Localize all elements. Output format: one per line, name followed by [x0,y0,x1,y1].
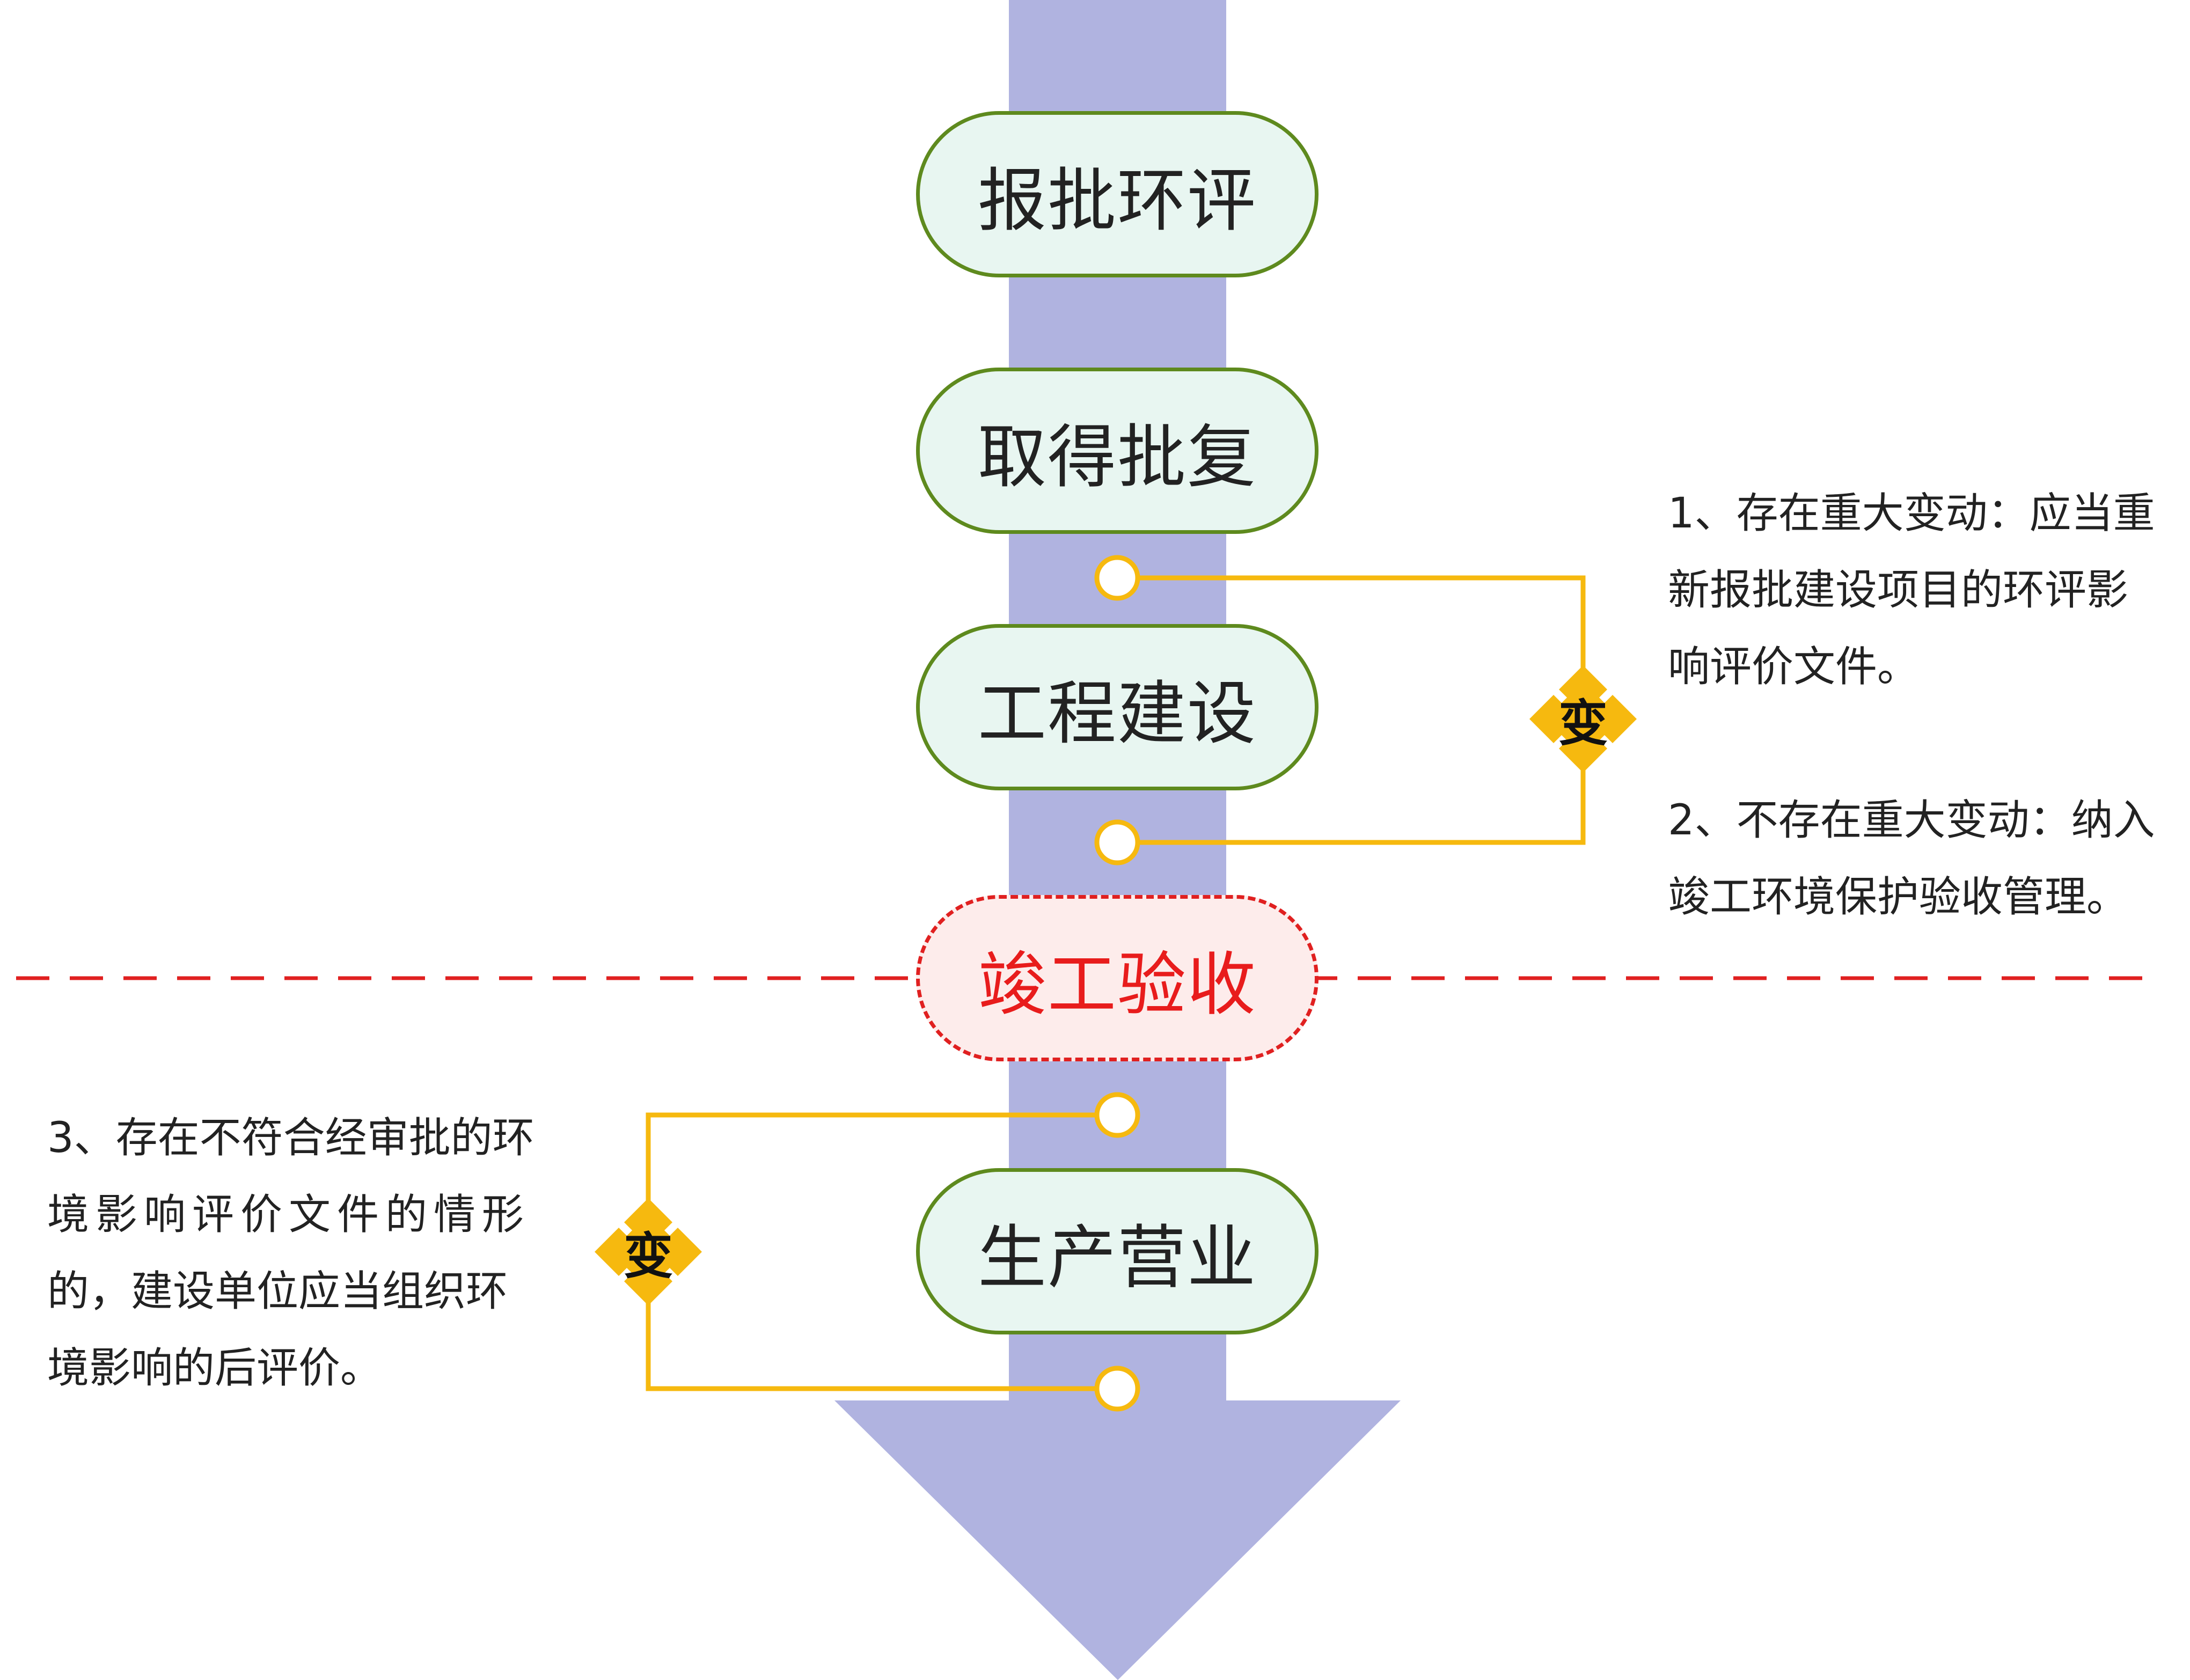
note-no-major-change: 2、不存在重大变动：纳入 竣工环境保护验收管理。 [1668,782,2155,936]
note-line: 的，建设单位应当组织环 [47,1267,508,1316]
change-badge-right-label: 变 [1558,694,1608,752]
note-line: 2、不存在重大变动：纳入 [1668,796,2155,845]
stage-label: 取得批复 [977,417,1257,497]
stage-completion-acceptance: 竣工验收 [916,895,1319,1061]
note-line: 响评价文件。 [1668,643,1920,691]
change-badge-left-diamond [595,1198,702,1305]
note-line: 境影响评价文件的情形 [47,1191,531,1239]
change-badge-right-diamond [1529,665,1637,773]
stage-obtain-approval: 取得批复 [916,368,1319,534]
stage-label: 工程建设 [977,673,1257,754]
connector-node-circle [1094,555,1140,601]
note-line: 1、存在重大变动：应当重 [1668,489,2155,538]
stage-label: 生产营业 [977,1217,1257,1298]
stage-label: 报批环评 [977,160,1257,241]
note-major-change: 1、存在重大变动：应当重 新报批建设项目的环评影 响评价文件。 [1668,475,2155,706]
connector-node-circle [1094,1092,1140,1138]
note-post-evaluation: 3、存在不符合经审批的环 境影响评价文件的情形 的，建设单位应当组织环 境影响的… [47,1100,534,1407]
note-line: 新报批建设项目的环评影 [1668,566,2129,614]
note-line: 竣工环境保护验收管理。 [1668,873,2129,921]
connector-node-circle [1094,819,1140,865]
stage-construction: 工程建设 [916,624,1319,790]
stage-production-operation: 生产营业 [916,1168,1319,1334]
connector-node-circle [1094,1366,1140,1412]
note-line: 3、存在不符合经审批的环 [47,1114,534,1162]
change-badge-left-label: 变 [623,1227,673,1285]
stage-label: 竣工验收 [977,944,1257,1025]
note-line: 境影响的后评价。 [47,1344,383,1392]
stage-submit-eia: 报批环评 [916,111,1319,277]
